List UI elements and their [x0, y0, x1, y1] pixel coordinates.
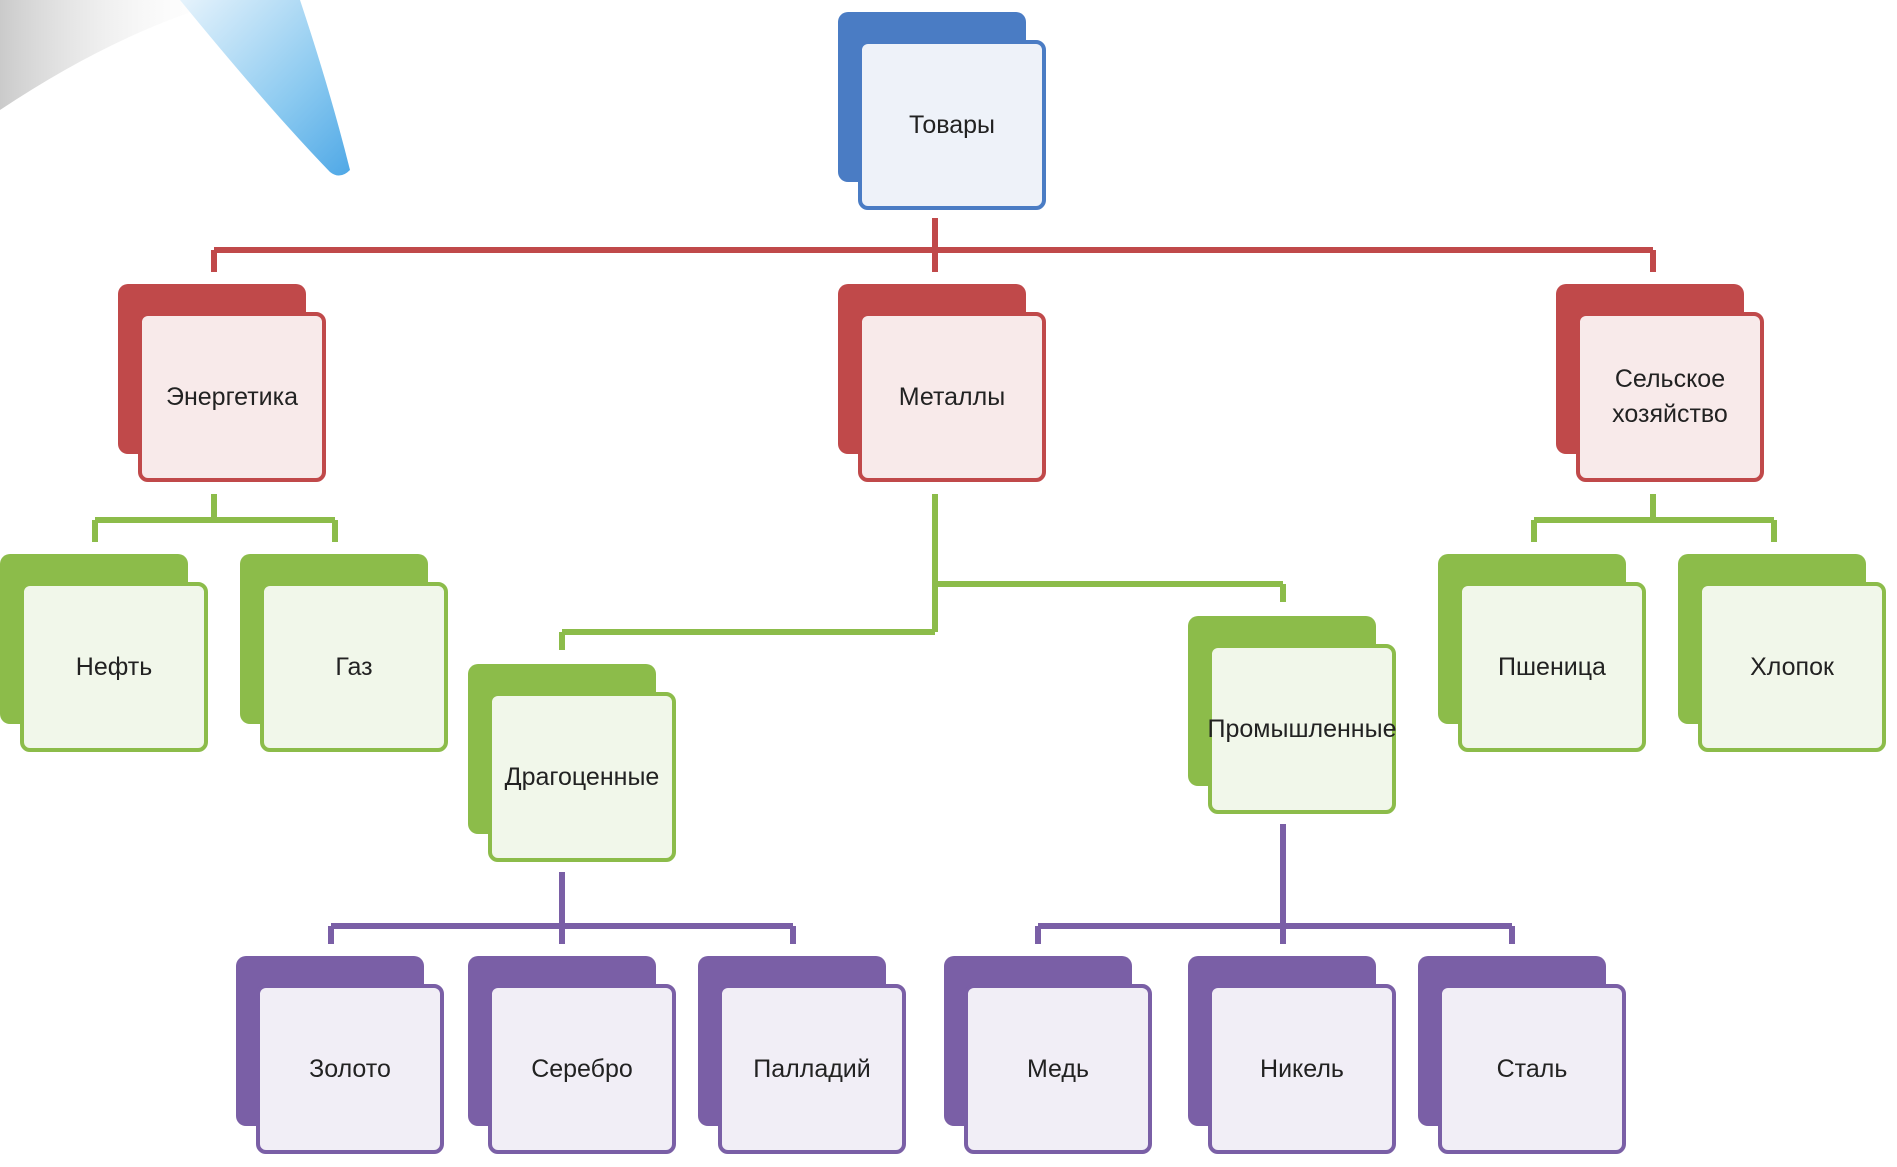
connector-root-categories — [211, 218, 1656, 272]
node-label: Сельское хозяйство — [1612, 365, 1728, 428]
connector-energy-children — [92, 494, 338, 542]
node-label: Никель — [1260, 1054, 1344, 1083]
node-label: Палладий — [753, 1054, 871, 1083]
node-label: Сталь — [1496, 1054, 1568, 1083]
node-label: Пшеница — [1498, 652, 1606, 681]
node-label: Медь — [1026, 1054, 1090, 1083]
node-label: Товары — [909, 110, 995, 139]
decorative-swoosh — [0, 0, 350, 176]
connector-metals-children — [559, 494, 1286, 650]
connector-precious-children — [328, 872, 796, 944]
node-label: Энергетика — [165, 382, 299, 411]
connector-agriculture-children — [1531, 494, 1777, 542]
connector-industrial-children — [1035, 824, 1515, 944]
node-label: Драгоценные — [504, 762, 660, 791]
node-label: Нефть — [75, 652, 153, 681]
node-label: Золото — [309, 1054, 391, 1083]
node-label: Серебро — [531, 1054, 633, 1083]
node-label: Металлы — [898, 382, 1006, 411]
node-label: Хлопок — [1750, 652, 1834, 681]
node-label: Промышленные — [1207, 714, 1397, 743]
node-label: Газ — [335, 652, 373, 681]
